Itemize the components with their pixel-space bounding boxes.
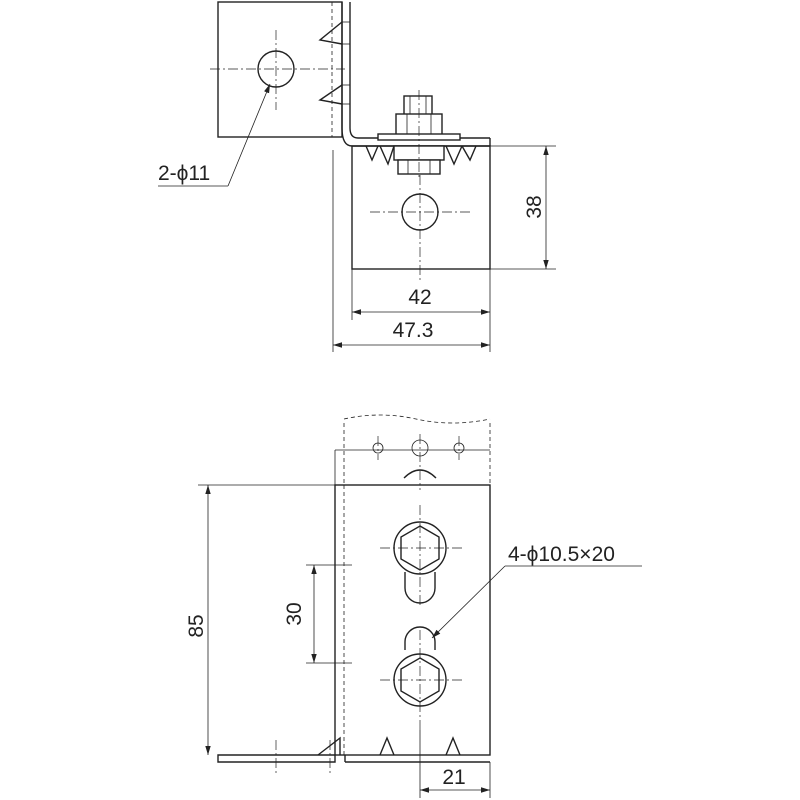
upper-flange-plate: [217, 1, 343, 138]
label-pitch-30: 30: [283, 602, 306, 625]
label-top-holes: 2-ϕ11: [158, 162, 210, 185]
base-flange: [217, 754, 336, 763]
label-slots: 4-ϕ10.5×20: [508, 543, 615, 566]
label-height-38: 38: [523, 195, 546, 218]
label-width-21: 21: [442, 766, 465, 789]
bolt-head-upper: [380, 505, 462, 605]
label-height-85: 85: [185, 614, 208, 637]
top-view: 2-ϕ11 38 42 47.3: [158, 1, 556, 352]
label-width-42: 42: [408, 286, 431, 309]
front-plate: [334, 484, 491, 756]
label-width-47-3: 47.3: [393, 319, 434, 342]
bottom-view: 4-ϕ10.5×20 85 30 21: [185, 414, 642, 798]
slot-lower: [404, 626, 436, 650]
bolt-assembly: [365, 90, 477, 178]
bolt-head-lower: [380, 630, 462, 730]
